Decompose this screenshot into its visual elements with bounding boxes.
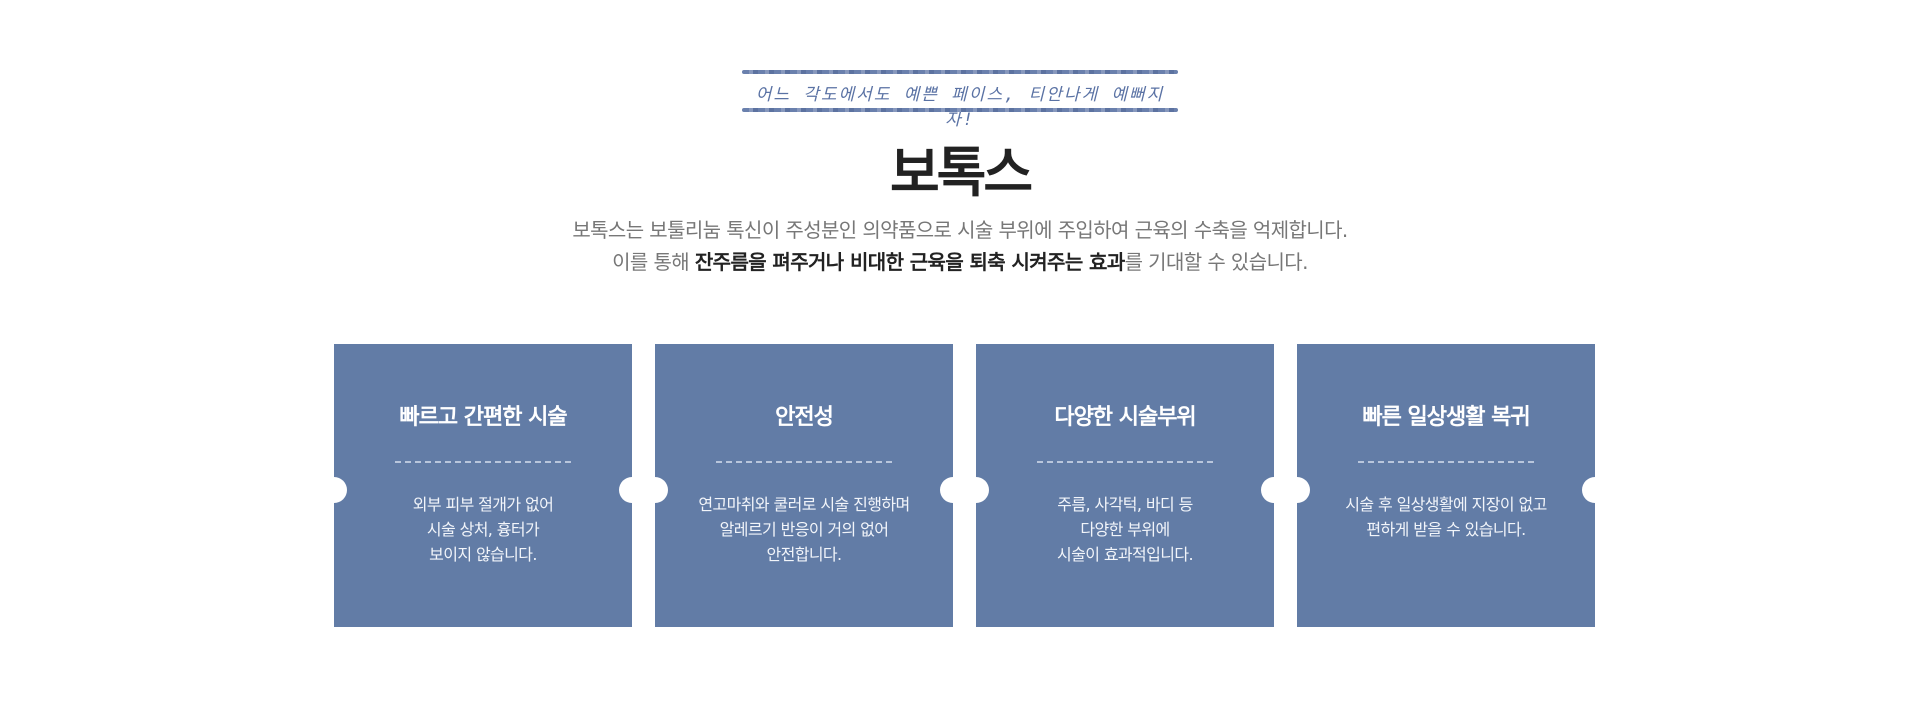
intro-line-2-highlight: 잔주름을 펴주거나 비대한 근육을 퇴축 시켜주는 효과 [694,250,1125,274]
tagline-text: 어느 각도에서도 예쁜 페이스, 티안나게 예뻐지자! [755,85,1165,130]
tagline-banner: 어느 각도에서도 예쁜 페이스, 티안나게 예뻐지자! [742,70,1178,130]
card-description-line: 다양한 부위에 [1080,520,1170,539]
card-divider [1358,461,1534,463]
card-divider [1037,461,1213,463]
card-notch [1582,477,1595,503]
intro-line-1: 보톡스는 보툴리눔 톡신이 주성분인 의약품으로 시술 부위에 주입하여 근육의… [572,218,1348,242]
card-description-line: 시술 상처, 흉터가 [426,520,540,539]
card-title: 안전성 [775,405,834,430]
feature-card-quick: 빠르고 간편한 시술 외부 피부 절개가 없어 시술 상처, 흉터가 보이지 않… [334,344,632,627]
feature-card-recovery: 빠른 일상생활 복귀 시술 후 일상생활에 지장이 없고 편하게 받을 수 있습… [1297,344,1595,627]
card-description: 시술 후 일상생활에 지장이 없고 편하게 받을 수 있습니다. [1307,492,1585,542]
card-description-line: 알레르기 반응이 거의 없어 [719,520,889,539]
intro-line-2-post: 를 기대할 수 있습니다. [1124,250,1309,274]
card-notch [619,477,632,503]
card-notch [940,477,953,503]
feature-card-areas: 다양한 시술부위 주름, 사각턱, 바디 등 다양한 부위에 시술이 효과적입니… [976,344,1274,627]
card-description-line: 주름, 사각턱, 바디 등 [1057,495,1193,514]
card-description: 외부 피부 절개가 없어 시술 상처, 흉터가 보이지 않습니다. [344,492,622,567]
card-description-line: 시술이 효과적입니다. [1056,545,1194,564]
card-notch [655,477,668,503]
card-title: 다양한 시술부위 [1054,405,1196,430]
intro-line-2: 이를 통해 잔주름을 펴주거나 비대한 근육을 퇴축 시켜주는 효과를 기대할 … [0,246,1920,278]
card-notch [1297,477,1310,503]
intro-line-2-pre: 이를 통해 [612,250,695,274]
intro-paragraph: 보톡스는 보툴리눔 톡신이 주성분인 의약품으로 시술 부위에 주입하여 근육의… [0,214,1920,278]
card-notch [334,477,347,503]
card-description-line: 안전합니다. [766,545,842,564]
card-description-line: 보이지 않습니다. [429,545,537,564]
card-divider [716,461,892,463]
card-notch [976,477,989,503]
card-title: 빠른 일상생활 복귀 [1362,405,1530,430]
card-description-line: 외부 피부 절개가 없어 [412,495,554,514]
card-description-line: 시술 후 일상생활에 지장이 없고 [1345,495,1547,514]
tagline-bottom-rule [742,108,1178,112]
card-description-line: 편하게 받을 수 있습니다. [1366,520,1526,539]
card-divider [395,461,571,463]
feature-card-safety: 안전성 연고마취와 쿨러로 시술 진행하며 알레르기 반응이 거의 없어 안전합… [655,344,953,627]
card-description: 연고마취와 쿨러로 시술 진행하며 알레르기 반응이 거의 없어 안전합니다. [665,492,943,567]
page-title: 보톡스 [889,141,1033,204]
card-description-line: 연고마취와 쿨러로 시술 진행하며 [698,495,910,514]
card-notch [1261,477,1274,503]
tagline-top-rule [742,70,1178,74]
card-description: 주름, 사각턱, 바디 등 다양한 부위에 시술이 효과적입니다. [986,492,1264,567]
card-title: 빠르고 간편한 시술 [399,405,567,430]
feature-cards: 빠르고 간편한 시술 외부 피부 절개가 없어 시술 상처, 흉터가 보이지 않… [334,344,1596,627]
